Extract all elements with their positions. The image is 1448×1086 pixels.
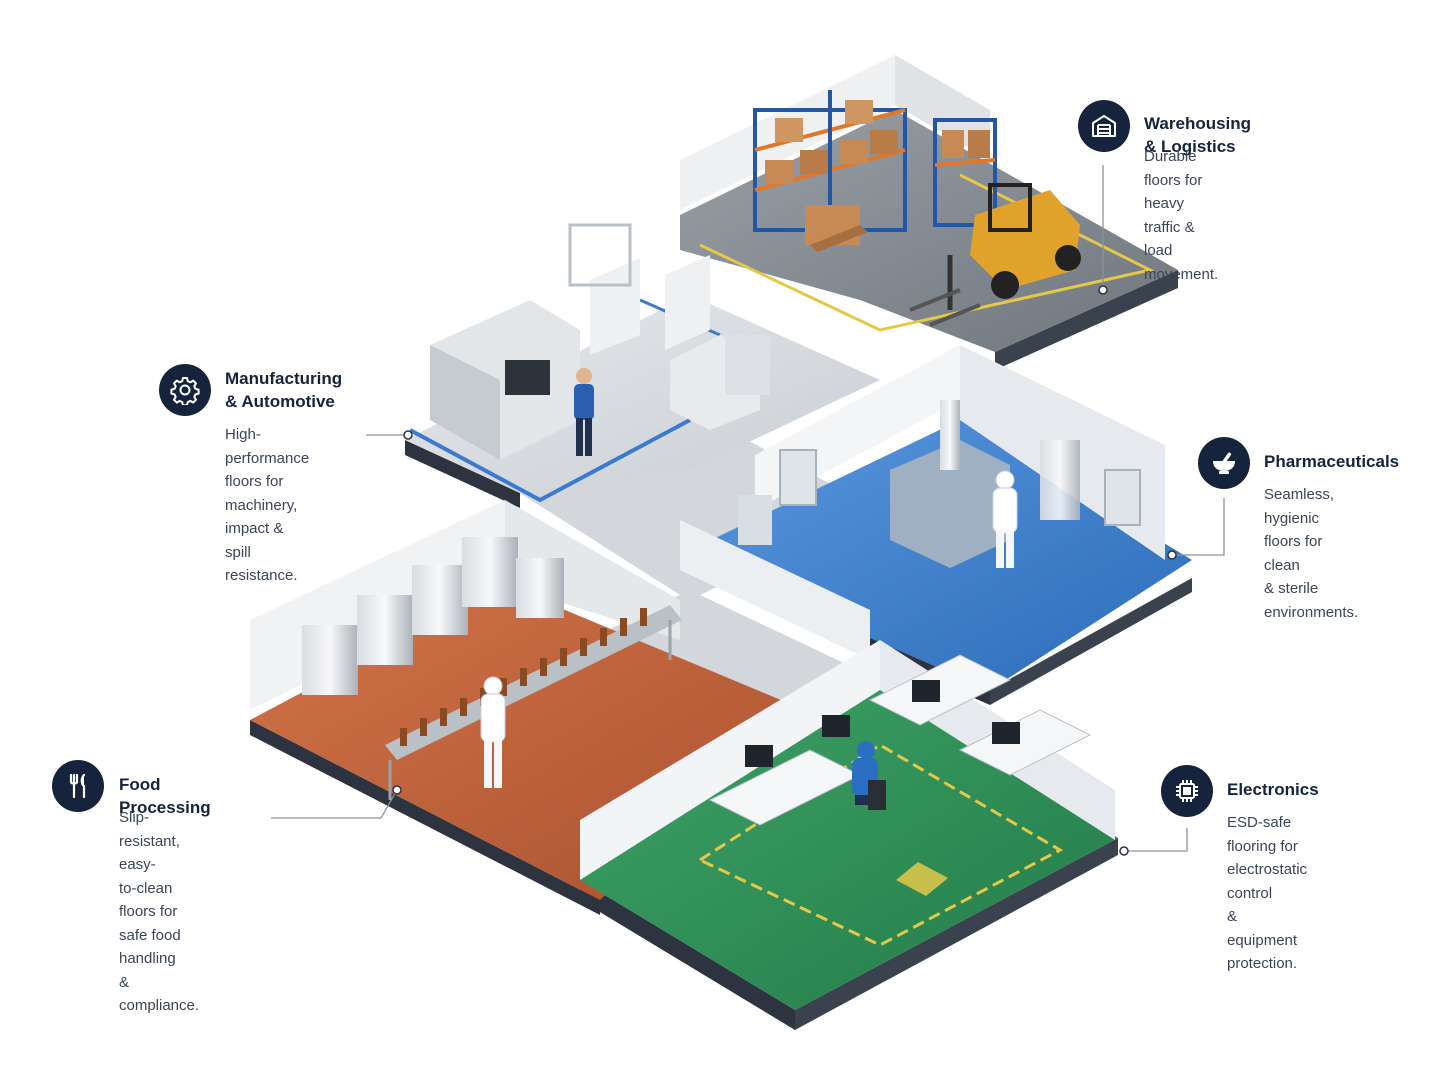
fork-knife-icon	[52, 760, 104, 812]
manufacturing-zone	[405, 223, 880, 503]
connector-pharmaceuticals	[1172, 498, 1225, 556]
callout-connectors	[271, 165, 1225, 852]
callout-title: Manufacturing & Automotive	[225, 369, 343, 411]
microchip-icon	[1161, 765, 1213, 817]
callout-description: Durable floors for heavy traffic & load …	[1144, 148, 1219, 283]
gear-icon	[159, 364, 211, 416]
callout-description: High-performance floors for machinery, i…	[225, 426, 310, 584]
mortar-pestle-icon	[1198, 437, 1250, 489]
callout-description: Seamless, hygienic floors for clean & st…	[1264, 486, 1359, 621]
pallet-racks	[753, 90, 997, 252]
pharmaceutical-zone	[680, 345, 1192, 690]
steel-tanks	[302, 537, 564, 695]
callout-title: Pharmaceuticals	[1264, 452, 1400, 471]
warehouse-icon	[1078, 100, 1130, 152]
connector-dots	[392, 285, 1177, 856]
callout-title: Warehousing & Logistics	[1144, 114, 1252, 156]
forklift	[909, 183, 1081, 327]
callout-title: Electronics	[1227, 780, 1319, 799]
connector-food	[271, 789, 398, 819]
electronics-zone	[580, 640, 1118, 1010]
warehouse-zone	[680, 55, 1178, 352]
callout-title: Food Processing	[119, 775, 211, 817]
connector-electronics	[1124, 828, 1188, 852]
callout-description: Slip-resistant, easy- to-clean floors fo…	[119, 809, 200, 1014]
esd-warning-sign	[896, 862, 948, 896]
callout-description: ESD-safe flooring for electrostatic cont…	[1227, 814, 1308, 972]
